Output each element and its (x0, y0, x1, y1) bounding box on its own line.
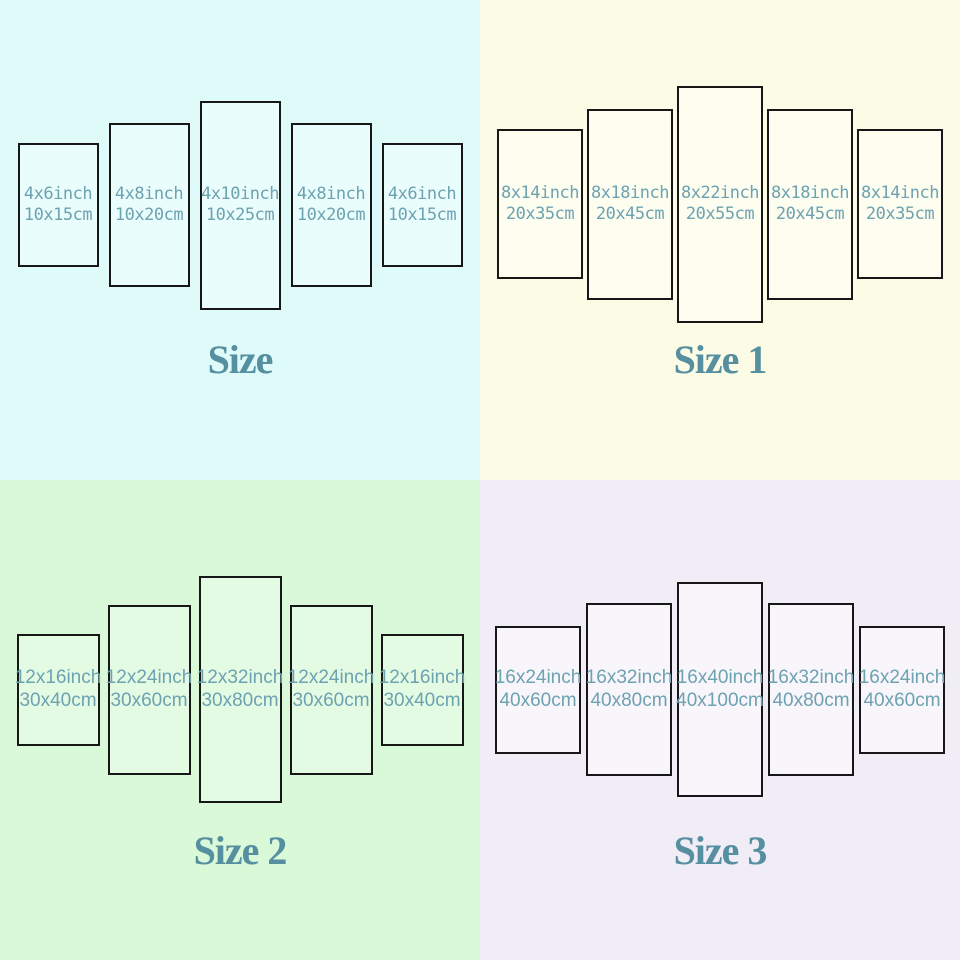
panel-size-cm: 20x45cm (775, 204, 845, 224)
panel-size-inch: 8x14inch (501, 182, 579, 203)
panel-size-inch: 4x6inch (23, 183, 93, 204)
panels-row: 16x24inch 40x60cm 16x32inch 40x80cm 16x4… (480, 582, 960, 797)
canvas-panel: 8x14inch 20x35cm (857, 129, 943, 279)
panel-size-inch: 4x8inch (296, 183, 366, 204)
panel-size-label: 16x32inch 40x80cm (768, 667, 855, 713)
panel-size-label: 8x14inch 20x35cm (501, 183, 579, 226)
canvas-panel: 12x32inch 30x80cm (197, 576, 284, 803)
quadrant-size-1: 8x14inch 20x35cm 8x18inch 20x45cm 8x22in… (480, 0, 960, 480)
panels-row: 4x6inch 10x15cm 4x8inch 10x20cm 4x10inch… (0, 100, 480, 310)
panel-size-label: 12x24inch 30x60cm (106, 667, 193, 713)
panel-size-inch: 16x32inch (585, 666, 673, 688)
panels-row: 8x14inch 20x35cm 8x18inch 20x45cm 8x22in… (480, 85, 960, 323)
panel-size-inch: 16x24inch (858, 666, 946, 688)
panel-size-inch: 8x22inch (681, 182, 759, 203)
panel-size-inch: 4x10inch (201, 183, 279, 204)
panel-size-cm: 30x80cm (201, 689, 279, 711)
panel-size-label: 16x40inch 40x100cm (676, 667, 764, 713)
panel-size-cm: 20x35cm (865, 204, 935, 224)
canvas-panel: 12x24inch 30x60cm (288, 604, 375, 775)
quadrant-title: Size 1 (673, 337, 768, 382)
panel-size-cm: 40x100cm (676, 689, 764, 711)
panel-size-cm: 40x80cm (772, 689, 850, 711)
canvas-panel: 4x6inch 10x15cm (381, 143, 463, 267)
panel-size-label: 12x16inch 30x40cm (15, 667, 102, 713)
panel-size-inch: 16x32inch (767, 666, 855, 688)
canvas-panel: 12x16inch 30x40cm (15, 633, 102, 746)
panel-size-label: 16x32inch 40x80cm (586, 667, 673, 713)
panel-size-label: 12x32inch 30x80cm (197, 667, 284, 713)
canvas-panel: 12x24inch 30x60cm (106, 604, 193, 775)
panel-size-label: 4x8inch 10x20cm (114, 183, 184, 227)
canvas-panel: 16x32inch 40x80cm (768, 603, 854, 776)
panel-size-label: 16x24inch 40x60cm (859, 667, 946, 713)
panel-size-cm: 30x40cm (383, 689, 461, 711)
panel-size-label: 12x24inch 30x60cm (288, 667, 375, 713)
panel-size-inch: 16x24inch (494, 666, 582, 688)
panels-row: 12x16inch 30x40cm 12x24inch 30x60cm 12x3… (0, 576, 480, 803)
canvas-panel: 16x24inch 40x60cm (495, 625, 582, 754)
panel-size-inch: 12x16inch (378, 666, 466, 688)
quadrant-title: Size 2 (193, 828, 288, 873)
canvas-panel: 8x18inch 20x45cm (587, 108, 673, 300)
panel-size-inch: 16x40inch (676, 666, 764, 688)
panel-size-label: 8x14inch 20x35cm (861, 183, 939, 226)
canvas-panel: 8x14inch 20x35cm (497, 129, 583, 279)
canvas-panel: 8x22inch 20x55cm (677, 85, 763, 323)
panel-size-inch: 8x14inch (861, 182, 939, 203)
panel-size-cm: 20x35cm (505, 204, 575, 224)
panel-size-label: 4x10inch 10x25cm (201, 184, 279, 227)
quadrant-size-3: 16x24inch 40x60cm 16x32inch 40x80cm 16x4… (480, 480, 960, 960)
canvas-panel: 16x40inch 40x100cm (676, 582, 764, 797)
canvas-panel: 4x6inch 10x15cm (17, 143, 99, 267)
quadrant-size-2: 12x16inch 30x40cm 12x24inch 30x60cm 12x3… (0, 480, 480, 960)
panel-size-cm: 10x25cm (205, 205, 275, 225)
panel-size-label: 4x6inch 10x15cm (23, 183, 93, 227)
panel-size-cm: 20x45cm (595, 204, 665, 224)
panel-size-cm: 10x15cm (23, 205, 93, 225)
panel-size-inch: 12x24inch (287, 666, 375, 688)
panel-size-inch: 8x18inch (771, 182, 849, 203)
panel-size-cm: 40x60cm (499, 689, 577, 711)
panel-size-inch: 8x18inch (591, 182, 669, 203)
panel-size-label: 4x8inch 10x20cm (296, 183, 366, 227)
panel-size-cm: 30x60cm (110, 689, 188, 711)
quadrant-title: Size 3 (673, 828, 768, 873)
panel-size-label: 4x6inch 10x15cm (387, 183, 457, 227)
panel-size-inch: 4x6inch (387, 183, 457, 204)
panel-size-inch: 4x8inch (114, 183, 184, 204)
quadrant-title: Size (207, 337, 274, 382)
canvas-panel: 16x24inch 40x60cm (859, 625, 946, 754)
canvas-panel: 4x10inch 10x25cm (199, 100, 281, 310)
canvas-panel: 12x16inch 30x40cm (379, 633, 466, 746)
panel-size-cm: 10x20cm (296, 205, 366, 225)
panel-size-label: 16x24inch 40x60cm (495, 667, 582, 713)
panel-size-cm: 40x80cm (590, 689, 668, 711)
canvas-panel: 16x32inch 40x80cm (586, 603, 672, 776)
panel-size-cm: 10x15cm (387, 205, 457, 225)
panel-size-label: 8x22inch 20x55cm (681, 183, 759, 226)
canvas-panel: 4x8inch 10x20cm (108, 123, 190, 287)
panel-size-cm: 20x55cm (685, 204, 755, 224)
panel-size-cm: 40x60cm (863, 689, 941, 711)
panel-size-cm: 10x20cm (114, 205, 184, 225)
panel-size-cm: 30x40cm (19, 689, 97, 711)
panel-size-label: 8x18inch 20x45cm (591, 183, 669, 226)
panel-size-inch: 12x16inch (14, 666, 102, 688)
panel-size-label: 8x18inch 20x45cm (771, 183, 849, 226)
canvas-panel: 8x18inch 20x45cm (767, 108, 853, 300)
canvas-panel: 4x8inch 10x20cm (290, 123, 372, 287)
panel-size-inch: 12x32inch (196, 666, 284, 688)
panel-size-cm: 30x60cm (292, 689, 370, 711)
quadrant-size: 4x6inch 10x15cm 4x8inch 10x20cm 4x10inch… (0, 0, 480, 480)
panel-size-inch: 12x24inch (105, 666, 193, 688)
panel-size-label: 12x16inch 30x40cm (379, 667, 466, 713)
